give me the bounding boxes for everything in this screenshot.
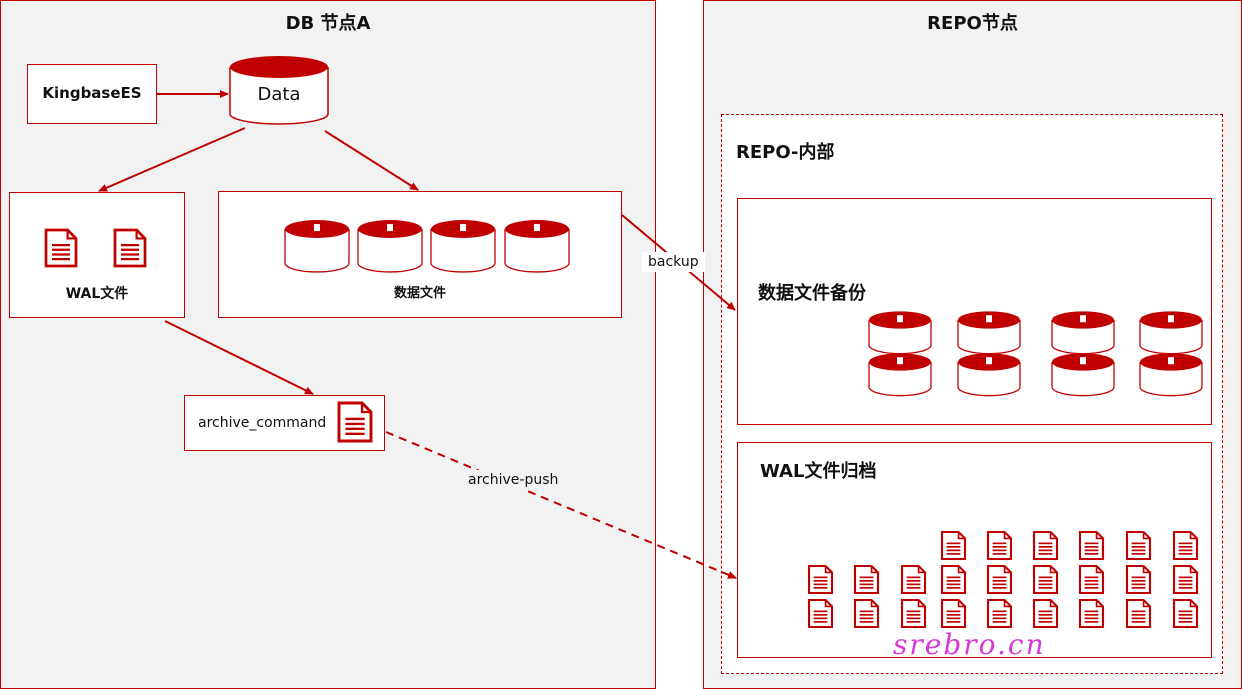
wal-files-label: WAL文件 xyxy=(65,286,129,302)
datafile-backup-box: 数据文件备份 xyxy=(737,198,1212,425)
archive-push-edge-label: archive-push xyxy=(462,470,565,490)
kingbase-box: KingbaseES xyxy=(27,64,157,124)
repo-node-title: REPO节点 xyxy=(927,13,1018,34)
archive-command-box: archive_command xyxy=(184,395,385,451)
watermark: srebro.cn xyxy=(893,628,1046,661)
datafiles-label: 数据文件 xyxy=(393,286,446,301)
archive-command-label: archive_command xyxy=(198,415,327,431)
db-node-title: DB 节点A xyxy=(285,13,371,34)
repo-inner-title: REPO-内部 xyxy=(736,142,835,163)
kingbase-label: KingbaseES xyxy=(42,84,142,102)
wal-archive-title: WAL文件归档 xyxy=(760,461,877,482)
wal-archive-box: WAL文件归档 xyxy=(737,442,1212,658)
datafile-backup-title: 数据文件备份 xyxy=(758,283,866,304)
backup-edge-label: backup xyxy=(642,252,705,272)
data-label: Data xyxy=(257,84,301,105)
datafiles-box: 数据文件 xyxy=(218,191,622,318)
wal-files-box: WAL文件 xyxy=(9,192,185,318)
